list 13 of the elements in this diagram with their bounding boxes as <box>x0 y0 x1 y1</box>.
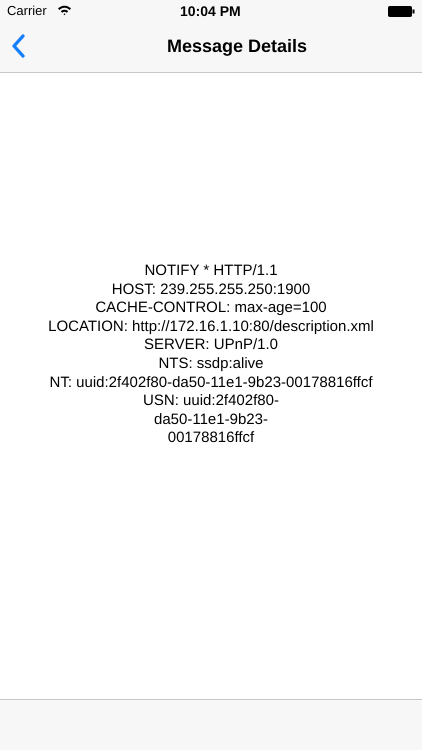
message-line: HOST: 239.255.255.250:1900 <box>112 280 310 300</box>
clock-time: 10:04 PM <box>180 3 241 19</box>
message-line: SERVER: UPnP/1.0 <box>144 336 278 355</box>
toolbar <box>0 699 422 750</box>
navigation-bar <box>0 22 422 73</box>
screen-title: Message Details <box>167 36 308 57</box>
message-line: CACHE-CONTROL: max-age=100 <box>95 299 327 318</box>
carrier-name: Carrier <box>7 3 47 18</box>
message-line: LOCATION: http://172.16.1.10:80/description.xml <box>48 318 374 336</box>
message-line: NOTIFY * HTTP/1.1 <box>144 262 278 281</box>
message-line: NT: uuid:2f402f80-da50-11e1-9b23-00178816ffcf <box>49 374 373 392</box>
message-line: USN: uuid:2f402f80-da50-11e1-9b23-00178816ffcf <box>142 392 280 448</box>
message-line: NTS: ssdp:alive <box>158 354 264 374</box>
